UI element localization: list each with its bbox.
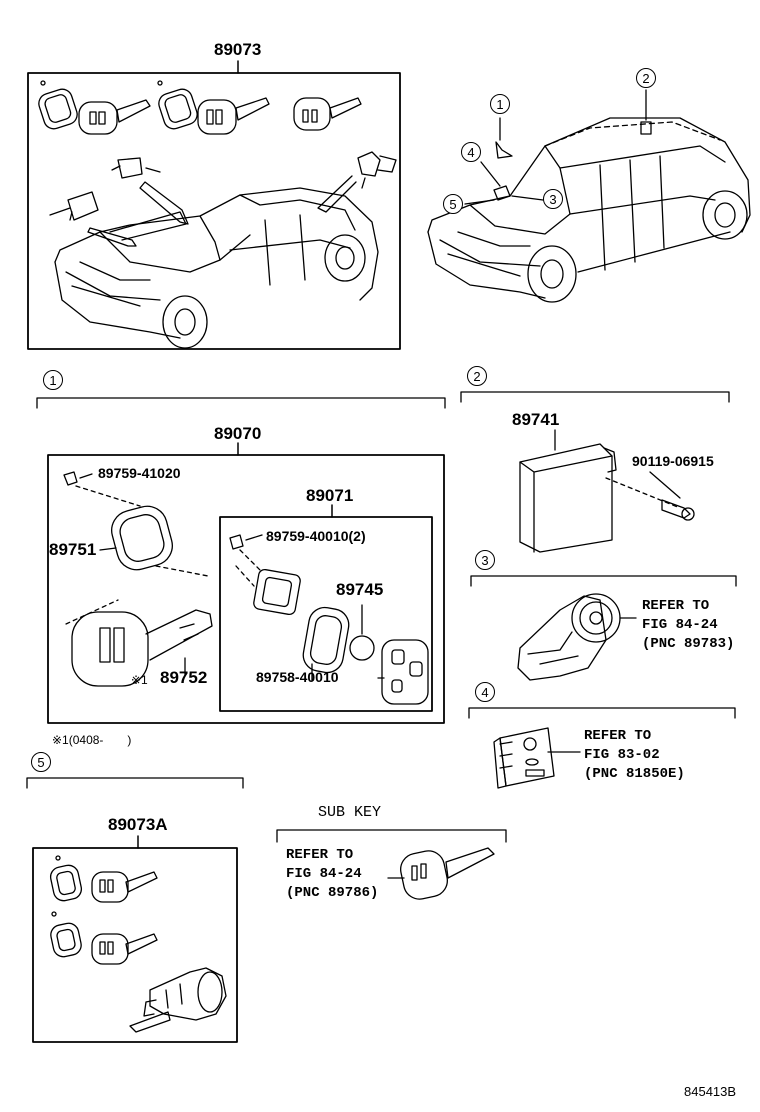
sub-key-bracket bbox=[276, 829, 507, 900]
section-4-number: 4 bbox=[475, 682, 495, 702]
frame-89071 bbox=[219, 504, 433, 712]
kit-label-89073A: 89073A bbox=[108, 815, 168, 834]
key-set-top bbox=[38, 80, 362, 135]
callout-3-car: 3 bbox=[543, 189, 563, 209]
callout-1-car: 1 bbox=[490, 94, 510, 114]
note-mark-89752: ※1 bbox=[131, 673, 148, 687]
section-3-number: 3 bbox=[475, 550, 495, 570]
part-label-89759-41020: 89759-41020 bbox=[98, 465, 181, 481]
key-parts-89070 bbox=[63, 471, 213, 687]
ref-3-line3: (PNC 89783) bbox=[642, 636, 735, 652]
section-2-number: 2 bbox=[467, 366, 487, 386]
ref-3-line1: REFER TO bbox=[642, 598, 710, 614]
footnote-1: ※1(0408- ) bbox=[52, 733, 132, 747]
frame-89073 bbox=[27, 60, 401, 350]
car-right-callouts bbox=[464, 89, 652, 205]
part-label-89752: 89752 bbox=[160, 668, 208, 687]
sub-key-title: SUB KEY bbox=[318, 804, 382, 821]
car-illustration-right bbox=[427, 117, 751, 303]
kit-label-89073: 89073 bbox=[214, 40, 262, 59]
car-illustration-left bbox=[54, 187, 379, 349]
ref-4-line1: REFER TO bbox=[584, 728, 652, 744]
callout-2-car: 2 bbox=[636, 68, 656, 88]
callout-4-car: 4 bbox=[461, 142, 481, 162]
ref-sub-line2: FIG 84-24 bbox=[286, 866, 362, 882]
illustration-code: 845413B bbox=[684, 1084, 737, 1099]
kit-label-89071: 89071 bbox=[306, 486, 354, 505]
section-4-bracket bbox=[468, 707, 736, 789]
ref-4-line2: FIG 83-02 bbox=[584, 747, 660, 763]
ref-3-line2: FIG 84-24 bbox=[642, 617, 718, 633]
part-label-89751: 89751 bbox=[49, 540, 97, 559]
ref-sub-line1: REFER TO bbox=[286, 847, 354, 863]
section-1-bracket bbox=[36, 397, 446, 724]
section-5-bracket bbox=[26, 777, 244, 1043]
section-5-number: 5 bbox=[31, 752, 51, 772]
section-3-bracket bbox=[470, 575, 737, 681]
car-left-components bbox=[49, 151, 397, 247]
section-1-number: 1 bbox=[43, 370, 63, 390]
callout-5-car: 5 bbox=[443, 194, 463, 214]
part-label-89741: 89741 bbox=[512, 410, 560, 429]
ref-sub-line3: (PNC 89786) bbox=[286, 885, 379, 901]
kit-label-89070: 89070 bbox=[214, 424, 262, 443]
part-label-89759-40010: 89759-40010(2) bbox=[266, 528, 366, 544]
part-label-89758-40010: 89758-40010 bbox=[256, 669, 339, 685]
part-label-90119-06915: 90119-06915 bbox=[632, 453, 714, 469]
part-label-89745: 89745 bbox=[336, 580, 384, 599]
section-2-bracket bbox=[460, 391, 730, 553]
ref-4-line3: (PNC 81850E) bbox=[584, 766, 685, 782]
